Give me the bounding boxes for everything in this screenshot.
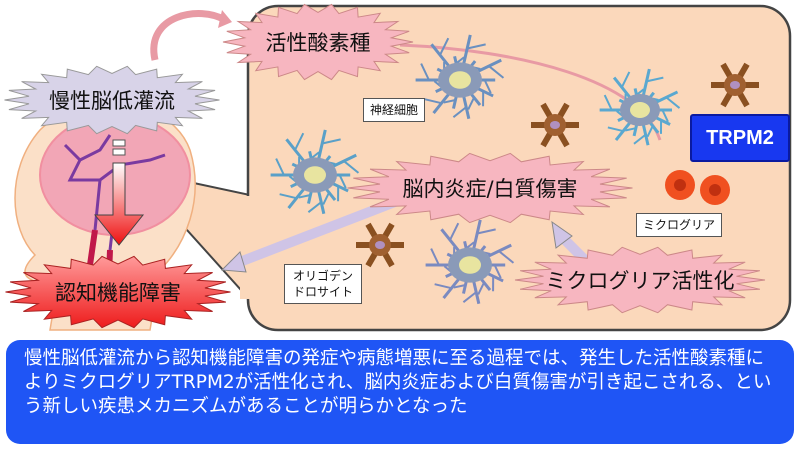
- microglia-activation-burst: ミクログリア活性化: [514, 246, 766, 314]
- curved-arrow-icon: [150, 10, 227, 61]
- neuron-icon: [425, 219, 515, 305]
- hypoperfusion-burst: 慢性脳低灌流: [4, 65, 220, 135]
- inflammation-text: 脳内炎症/白質傷害: [402, 177, 577, 201]
- curved-arrow-head: [218, 10, 232, 28]
- neuron-icon: [270, 129, 360, 215]
- microglia-icon: [700, 175, 730, 205]
- cognitive-text: 認知機能障害: [55, 281, 181, 305]
- summary-box: 慢性脳低灌流から認知機能障害の発症や病態増悪に至る過程では、発生した活性酸素種に…: [6, 340, 794, 444]
- cells-layer: [270, 34, 759, 305]
- panel-funnel-joint: [240, 196, 254, 299]
- trpm2-label: TRPM2: [690, 114, 790, 162]
- down-arrow-icon: [93, 162, 145, 246]
- ros-text: 活性酸素種: [266, 31, 371, 55]
- hypoperfusion-text: 慢性脳低灌流: [49, 89, 175, 113]
- small-block-icon: [112, 139, 126, 147]
- inflammation-burst: 脳内炎症/白質傷害: [347, 152, 633, 224]
- neuron-label: 神経細胞: [363, 98, 426, 122]
- microglia-icon: [665, 170, 695, 200]
- microglia-label: ミクログリア: [636, 213, 723, 237]
- inflammation-to-cognitive-arrow: [230, 195, 402, 270]
- activation-to-inflammation-arrow-head: [551, 220, 573, 249]
- neuron-icon: [415, 34, 505, 120]
- oligodendrocyte-icon: [531, 102, 579, 148]
- microglia-activation-text: ミクログリア活性化: [546, 269, 735, 293]
- neuron-icon: [599, 68, 681, 146]
- oligodendrocyte-icon: [356, 222, 404, 268]
- ros-burst: 活性酸素種: [222, 3, 414, 81]
- oligodendrocyte-icon: [711, 62, 759, 108]
- cognitive-burst: 認知機能障害: [5, 255, 231, 329]
- blood-vessels: [63, 134, 166, 251]
- inflammation-to-cognitive-arrow-head: [220, 251, 247, 273]
- small-block-icon: [112, 148, 126, 156]
- oligodendrocyte-label: オリゴデンドロサイト: [284, 264, 362, 304]
